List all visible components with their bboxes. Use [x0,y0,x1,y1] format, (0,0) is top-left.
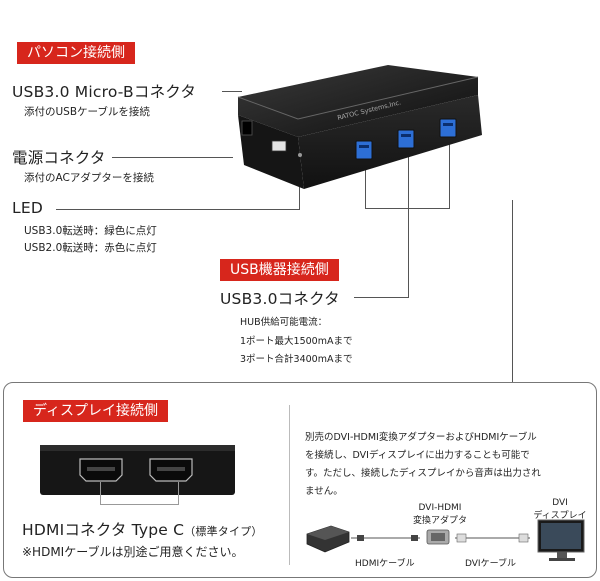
display-side-label: ディスプレイ接続側 [23,400,169,422]
dvi-note-line4: ません。 [305,486,343,497]
dvi-display-label-line2: ディスプレイ [533,511,587,521]
hdmi-port1-bracket [100,482,101,504]
dvi-note-line1: 別売のDVI-HDMI変換アダプターおよびHDMIケーブル [305,432,537,443]
led-leader-line [56,209,299,210]
usb-bracket-join [365,208,450,209]
usb3-current-heading: HUB供給可能電流： [240,317,328,328]
dvi-connection-diagram [306,519,585,561]
usb-port1-bracket [365,160,366,208]
display-side-leader [512,200,513,382]
usb-port3-bracket [449,130,450,208]
dvi-cable-label: DVIケーブル [465,559,517,569]
micro-b-desc: 添付のUSBケーブルを接続 [24,106,150,118]
usb3-connector-title: USB3.0コネクタ [220,290,340,308]
usb3-current-total: 3ポート合計3400mAまで [240,354,353,365]
led-desc-usb2: USB2.0転送時：赤色に点灯 [24,242,157,254]
panel-divider [289,405,290,565]
dvi-display-label: DVI ディスプレイ [530,498,590,521]
usb-device-side-label: USB機器接続側 [220,259,339,281]
usb-port2-bracket [408,145,409,298]
micro-b-title: USB3.0 Micro-Bコネクタ [12,83,197,101]
adapter-label-line1: DVI-HDMI [418,503,462,513]
led-leader-vertical [299,170,300,210]
power-desc: 添付のACアダプターを接続 [24,172,154,184]
hdmi-cable-note: ※HDMIケーブルは別途ご用意ください。 [22,545,244,559]
usb-hub-device-illustration: RATOC Systems,Inc. [237,65,482,189]
power-leader-line [112,157,233,158]
micro-b-leader-line [222,91,242,92]
hdmi-bracket-join [100,504,179,505]
dvi-note-line2: を接続し、DVIディスプレイに出力することも可能で [305,450,530,461]
hdmi-port2-bracket [178,482,179,504]
usb3-current-per-port: 1ポート最大1500mAまで [240,336,353,347]
hdmi-cable-label: HDMIケーブル [355,559,415,569]
hdmi-title-text: HDMIコネクタ Type C [22,521,185,539]
hdmi-connector-title: HDMIコネクタ Type C（標準タイプ） [22,518,263,540]
led-title: LED [12,199,43,217]
dvi-display-label-line1: DVI [552,498,568,508]
hdmi-device-side-illustration [40,445,235,495]
dvi-note-line3: す。ただし、接続したディスプレイから音声は出力され [305,468,541,479]
led-desc-usb3: USB3.0転送時：緑色に点灯 [24,225,157,237]
usb3-leader-line [354,297,408,298]
pc-side-label: パソコン接続側 [17,42,135,64]
hdmi-type-text: （標準タイプ） [184,525,263,538]
power-title: 電源コネクタ [12,149,106,167]
